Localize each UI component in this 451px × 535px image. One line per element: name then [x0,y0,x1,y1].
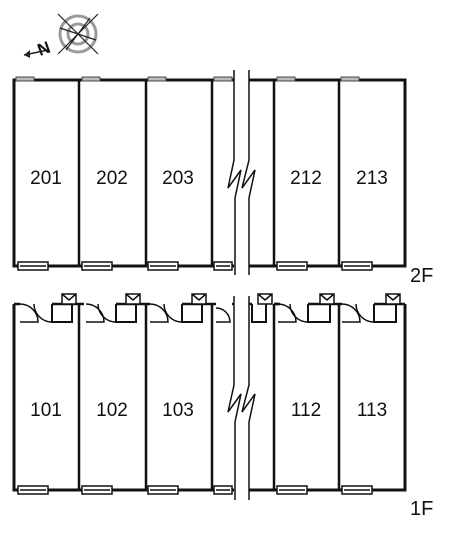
floor-label: 2F [410,265,433,287]
room-label: 201 [30,168,62,189]
meter-box-icon [385,293,401,305]
floor-2f-balcony-windows [17,261,373,271]
room-label: 112 [291,400,321,421]
door-icon [289,303,309,323]
meter-box-icon [319,293,335,305]
floor-2f-break-line [227,70,256,275]
compass: N [23,13,99,60]
compass-rose-icon [23,13,99,58]
floor-label: 1F [410,498,433,520]
door-icon [97,303,117,323]
floor-1f: 101 102 103 112 113 1F [12,293,433,520]
floor-1f-walls [12,304,407,492]
door-icon [163,303,183,323]
meter-box-icon [61,293,77,305]
floor-1f-partitions [77,304,341,490]
door-icon [341,303,361,323]
meter-box-icon [257,293,273,305]
room-label: 213 [356,168,388,189]
door-icon [355,303,375,323]
floor-2f-partitions [77,80,341,266]
door-icon [33,303,53,323]
room-label: 102 [96,400,128,421]
room-label: 103 [162,400,194,421]
room-label: 203 [162,168,194,189]
door-icon [85,303,105,323]
door-icon [277,303,297,323]
floor-2f-walls [12,78,407,268]
door-icon [215,307,231,323]
room-label: 113 [357,400,387,421]
room-label: 212 [290,168,322,189]
floor-1f-bottom-windows [17,485,373,495]
meter-box-icon [125,293,141,305]
meter-box-icon [191,293,207,305]
door-icon [19,303,39,323]
floor-2f-top-windows [15,76,360,82]
room-label: 202 [96,168,128,189]
door-icon [149,303,169,323]
door-icon-group [19,303,375,323]
floor-1f-break-line [227,296,256,500]
compass-north-label: N [35,38,53,60]
floor-2f: 201 202 203 212 213 2F [12,70,433,287]
floor-1f-entrance-alcoves [51,304,397,323]
meter-box-icon-group [61,293,401,305]
room-label: 101 [30,400,62,421]
